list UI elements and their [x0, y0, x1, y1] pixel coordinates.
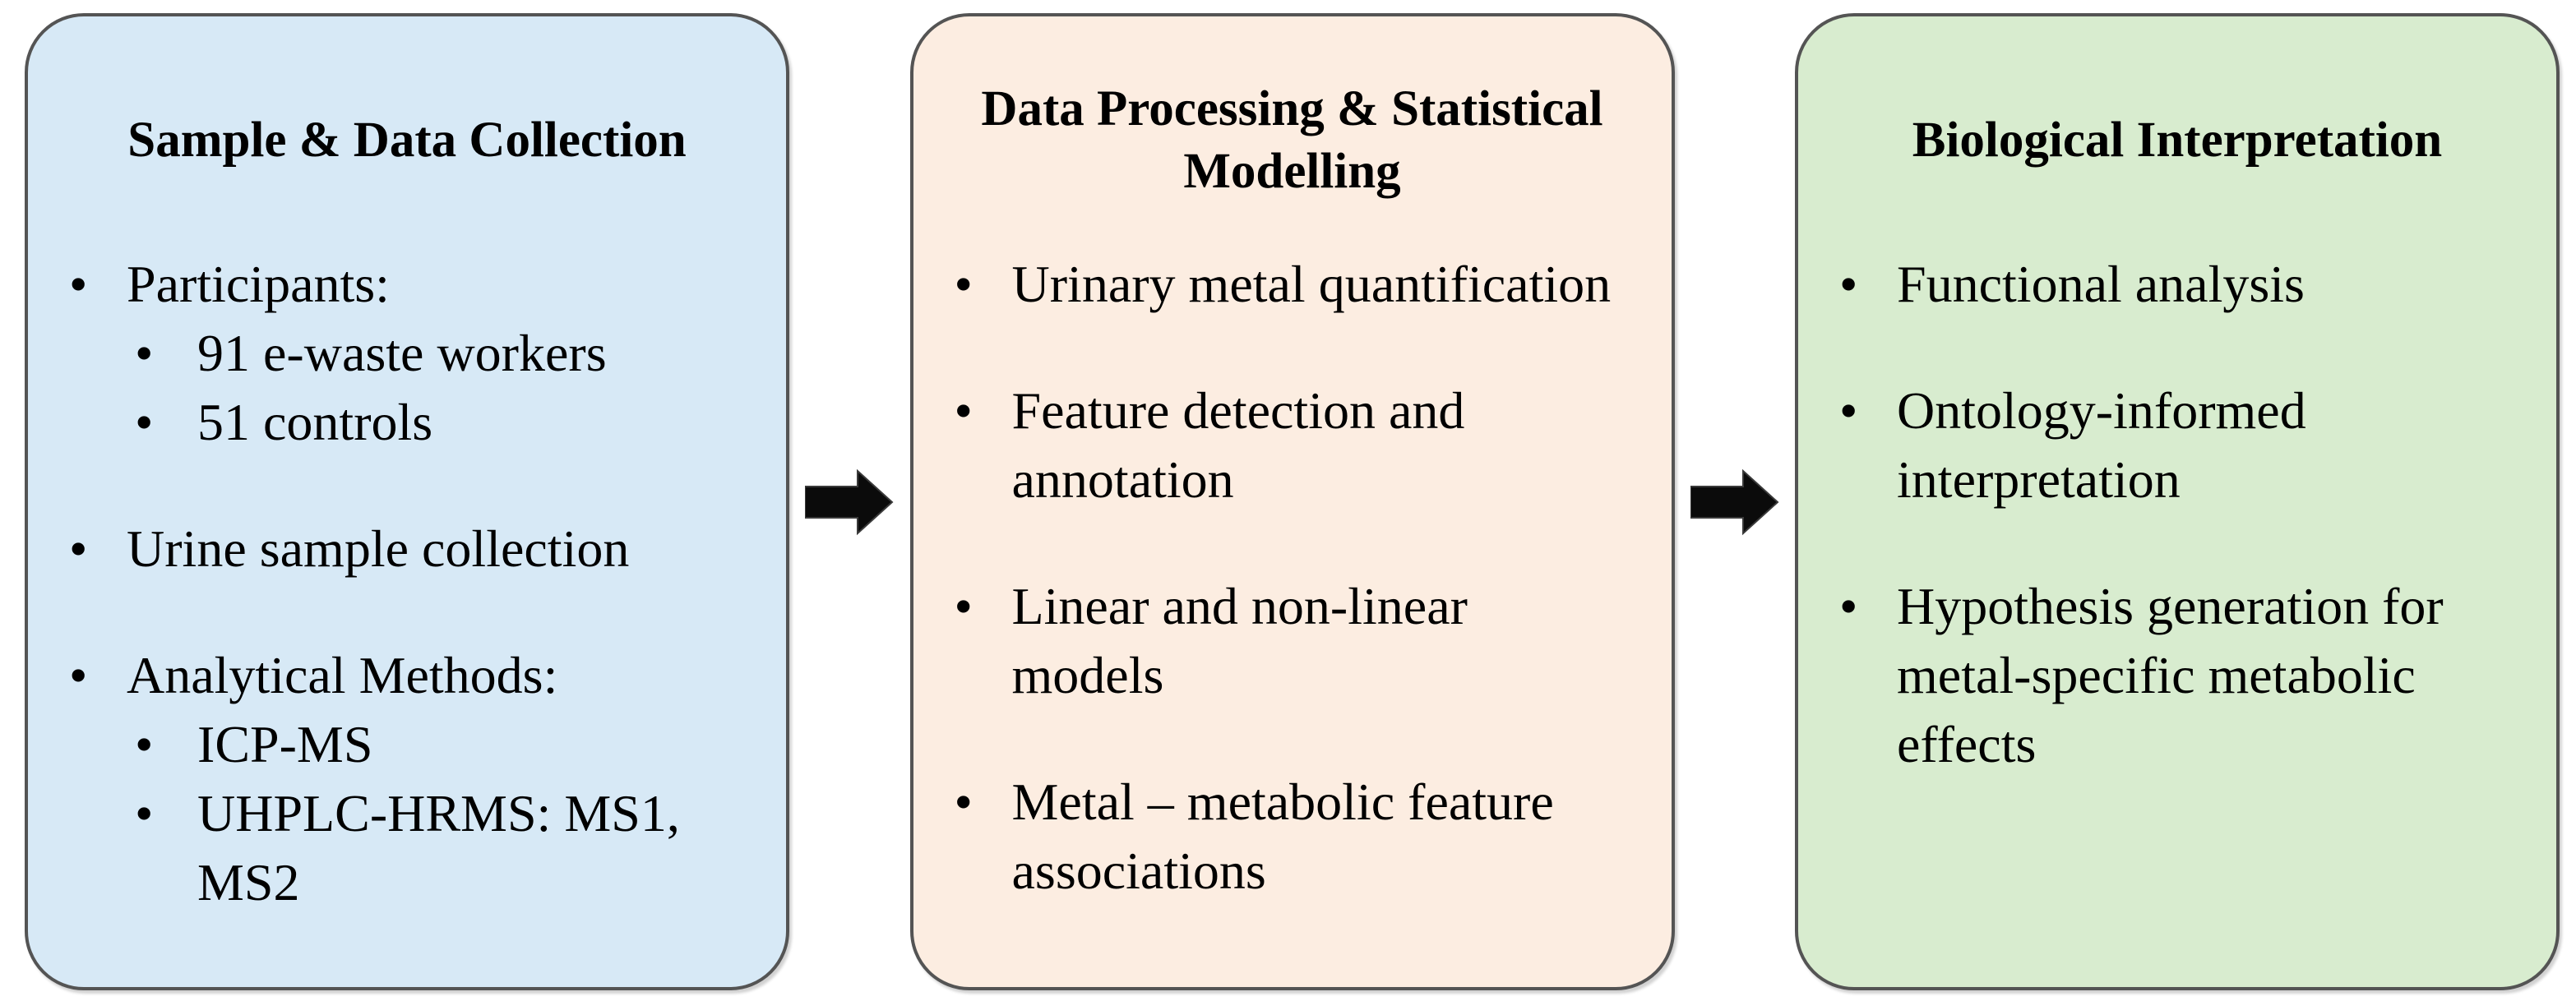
bullet-marker: •	[954, 381, 973, 440]
list-item: • Metal – metabolic feature associations	[955, 768, 1630, 906]
list-item: • Urinary metal quantification	[955, 250, 1630, 319]
stage-box-data-processing: Data Processing & Statistical Modelling …	[909, 13, 1675, 990]
stage-title: Sample & Data Collection	[127, 113, 687, 168]
list-item-text: 51 controls	[197, 393, 433, 451]
bullet-marker: •	[69, 519, 88, 578]
bullet-marker: •	[135, 393, 154, 451]
list-item: • UHPLC-HRMS: MS1, MS2	[69, 779, 745, 917]
list-item: • 51 controls	[69, 388, 745, 457]
list-item-text: Participants:	[127, 255, 390, 313]
bullet-group: • Urinary metal quantification	[955, 250, 1630, 319]
bullet-group: • Metal – metabolic feature associations	[955, 768, 1630, 906]
stage-title: Data Processing & Statistical Modelling	[981, 81, 1603, 199]
bullet-marker: •	[69, 255, 88, 313]
list-item: • Participants:	[69, 250, 745, 319]
bullet-list: • Urinary metal quantification • Feature de…	[955, 250, 1630, 906]
bullet-group: • Ontology-informed interpretation	[1839, 376, 2515, 514]
list-item: • Feature detection and annotation	[955, 376, 1630, 514]
list-item: • Ontology-informed interpretation	[1839, 376, 2515, 514]
bullet-marker: •	[954, 255, 973, 313]
bullet-marker: •	[135, 715, 154, 773]
list-item-text: Functional analysis	[1897, 255, 2305, 313]
bullet-group: • Analytical Methods: • ICP-MS • UHPLC-HRMS: …	[69, 641, 745, 917]
arrow-right-icon	[805, 468, 894, 535]
bullet-marker: •	[1839, 255, 1858, 313]
bullet-group: • Participants: • 91 e-waste workers • 51 con…	[69, 250, 745, 457]
stage-box-sample-data-collection: Sample & Data Collection •Participants:•…	[25, 13, 789, 990]
arrow-right-shape	[805, 468, 894, 535]
list-item-text: ICP-MS	[197, 715, 373, 773]
list-item-text: UHPLC-HRMS: MS1, MS2	[197, 784, 680, 911]
list-item: • Urine sample collection	[69, 514, 745, 584]
bullet-list: • Participants: • 91 e-waste workers • 51 con…	[69, 250, 745, 917]
list-item-text: Ontology-informed interpretation	[1897, 381, 2306, 509]
bullet-marker: •	[135, 324, 154, 382]
arrow-cell-1	[789, 13, 910, 990]
list-item: • Functional analysis	[1839, 250, 2515, 319]
bullet-group: • Functional analysis	[1839, 250, 2515, 319]
arrow-right-shape	[1690, 468, 1779, 535]
list-item: • Linear and non-linear models	[955, 572, 1630, 710]
bullet-group: • Urine sample collection	[69, 514, 745, 584]
stage-title: Biological Interpretation	[1912, 113, 2443, 168]
list-item: • 91 e-waste workers	[69, 319, 745, 388]
list-item-text: Hypothesis generation for metal-specific…	[1897, 577, 2444, 773]
stage-box-biological-interpretation: Biological Interpretation • Functional an…	[1795, 13, 2560, 990]
list-item-text: Linear and non-linear models	[1011, 577, 1468, 704]
list-item-text: Urinary metal quantification	[1011, 255, 1612, 313]
bullet-marker: •	[1839, 381, 1858, 440]
bullet-marker: •	[954, 773, 973, 831]
list-item-text: Feature detection and annotation	[1011, 381, 1465, 509]
arrow-right-icon	[1690, 468, 1779, 535]
list-item-text: Metal – metabolic feature associations	[1011, 773, 1554, 900]
bullet-list: • Functional analysis • Ontology-informed i…	[1839, 250, 2515, 779]
list-item-text: Analytical Methods:	[127, 646, 558, 704]
arrow-cell-2	[1675, 13, 1796, 990]
bullet-group: • Feature detection and annotation	[955, 376, 1630, 514]
list-item-text: Urine sample collection	[127, 519, 630, 578]
list-item: • Hypothesis generation for metal-specifi…	[1839, 572, 2515, 779]
bullet-marker: •	[1839, 577, 1858, 635]
list-item-text: 91 e-waste workers	[197, 324, 607, 382]
bullet-group: • Hypothesis generation for metal-specifi…	[1839, 572, 2515, 779]
bullet-marker: •	[69, 646, 88, 704]
list-item: • ICP-MS	[69, 710, 745, 779]
list-item: • Analytical Methods:	[69, 641, 745, 710]
bullet-marker: •	[954, 577, 973, 635]
bullet-group: • Linear and non-linear models	[955, 572, 1630, 710]
bullet-marker: •	[135, 784, 154, 842]
